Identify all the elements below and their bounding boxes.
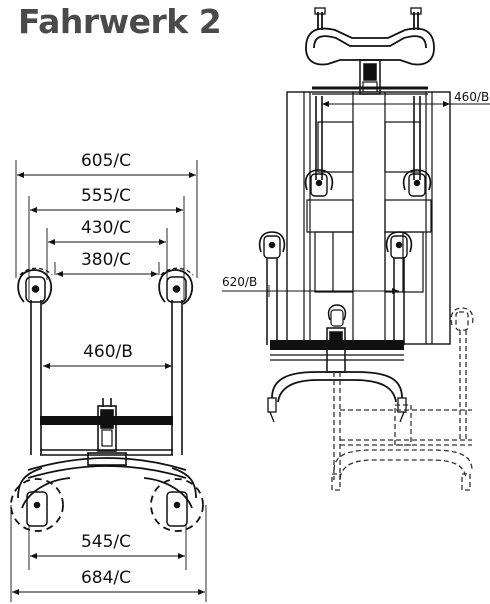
front-bottom-handle: [17, 457, 197, 509]
diagram-title: Fahrwerk 2: [18, 2, 222, 41]
top-lower-frame: [267, 304, 407, 423]
dim-label-430: 430/C: [81, 218, 131, 238]
extension-lines: [10, 160, 207, 602]
dim-label-460: 460/B: [83, 342, 133, 362]
top-caster-mid-right: [385, 231, 413, 345]
dim-label-555: 555/C: [81, 186, 131, 206]
top-caster-arms: [315, 96, 421, 180]
top-dashed-position: [331, 307, 474, 491]
top-caster-mid-left: [258, 231, 286, 345]
dim-label-605: 605/C: [81, 151, 131, 171]
top-inner-structure: [303, 92, 433, 344]
caster-left-top: [17, 267, 53, 305]
top-caster-upper-right: [402, 169, 432, 197]
caster-right-top: [158, 267, 194, 305]
caster-left-bottom: [10, 478, 64, 532]
top-view: [222, 7, 490, 491]
top-handle: [305, 7, 435, 66]
dim-label-545: 545/C: [81, 532, 131, 552]
dim-label-620: 620/B: [222, 275, 257, 289]
caster-right-bottom: [150, 478, 204, 532]
dim-label-684: 684/C: [81, 568, 131, 588]
dim-label-380: 380/C: [81, 250, 131, 270]
front-view: [10, 160, 207, 602]
dim-label-460-top: 460/B: [454, 90, 489, 104]
top-caster-upper-left: [304, 169, 334, 197]
front-posts: [30, 300, 183, 455]
